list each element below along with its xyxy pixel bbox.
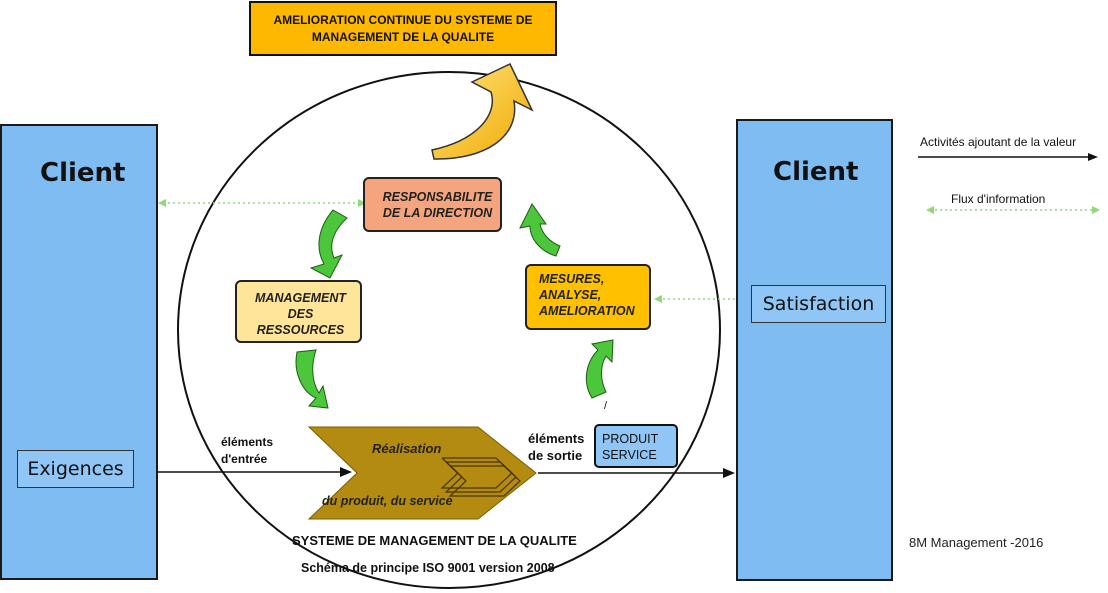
satisfaction-label: Satisfaction: [762, 293, 875, 315]
client-panel-left: [0, 124, 158, 580]
cycle-arrow-direction-to-resources: [309, 209, 348, 279]
satisfaction-box: Satisfaction: [751, 285, 886, 323]
cycle-arrow-product-to-measures: [585, 339, 614, 399]
legend-info-label: Flux d'information: [951, 192, 1046, 206]
resources-box: MANAGEMENT DES RESSOURCES: [235, 280, 362, 343]
measures-box: MESURES, ANALYSE, AMELIORATION: [525, 264, 651, 330]
system-title: SYSTEME DE MANAGEMENT DE LA QUALITE: [292, 533, 577, 548]
slash-mark: /: [604, 400, 608, 412]
exigences-box: Exigences: [17, 450, 134, 488]
info-flow-left: [158, 199, 366, 207]
cycle-arrow-resources-to-realisation: [295, 349, 329, 409]
realisation-top-label: Réalisation: [372, 441, 442, 456]
exigences-label: Exigences: [27, 458, 124, 480]
input-flow-arrow: [136, 467, 352, 477]
cycle-arrow-measures-to-direction: [519, 203, 561, 257]
output-flow-arrow: [538, 468, 735, 478]
realisation-inner-chevrons: [440, 457, 521, 497]
direction-label: RESPONSABILITE DE LA DIRECTION: [382, 190, 493, 220]
direction-box: RESPONSABILITE DE LA DIRECTION: [363, 177, 502, 232]
system-subtitle: Schéma de principe ISO 9001 version 2008: [301, 561, 555, 575]
legend-value-arrow: [918, 153, 1098, 161]
banner: AMELIORATION CONTINUE DU SYSTEME DE MANA…: [249, 1, 557, 56]
client-panel-right: [736, 119, 893, 581]
client-title-left: Client: [40, 158, 126, 188]
measures-label: MESURES, ANALYSE, AMELIORATION: [539, 272, 635, 318]
client-title-right: Client: [773, 157, 859, 187]
realisation-bottom-label: du produit, du service: [322, 494, 453, 508]
credit-text: 8M Management -2016: [909, 535, 1044, 550]
banner-title: AMELIORATION CONTINUE DU SYSTEME DE MANA…: [273, 12, 533, 44]
legend-value-label: Activités ajoutant de la valeur: [920, 135, 1077, 149]
inputs-label: éléments d'entrée: [221, 435, 274, 466]
legend-info-arrow: [926, 206, 1100, 214]
product-service-label: PRODUIT SERVICE: [602, 432, 659, 462]
continuous-improvement-arrow: [431, 63, 534, 160]
system-circle: [177, 71, 721, 589]
product-service-box: PRODUIT SERVICE: [594, 424, 678, 468]
resources-label: MANAGEMENT DES RESSOURCES: [255, 291, 346, 337]
outputs-label: éléments de sortie: [528, 431, 585, 463]
